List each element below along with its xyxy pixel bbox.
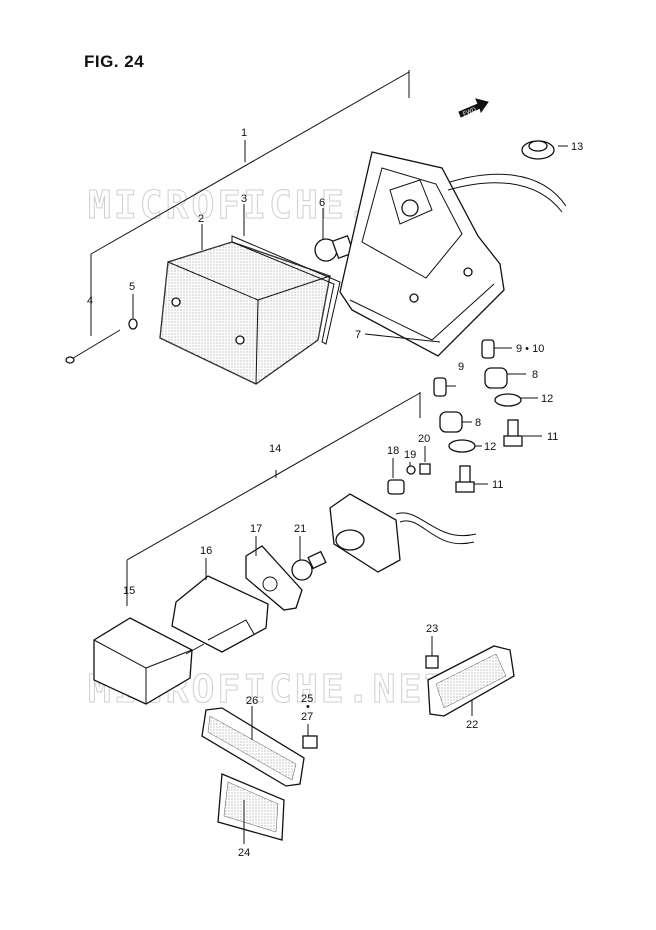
assembly-14-bracket — [126, 392, 421, 606]
part-6-bulb — [314, 234, 355, 262]
figure-title: FIG. 24 — [84, 52, 145, 71]
callout-17: 17 — [250, 523, 262, 535]
part-24-reflector — [217, 773, 285, 841]
part-11-bolt-a — [503, 419, 523, 447]
part-3-lens-gasket — [231, 235, 341, 345]
callout-9-10: 9 • 10 — [516, 343, 544, 355]
callout-12a: 12 — [541, 393, 553, 405]
callout-8a: 8 — [532, 369, 538, 381]
callout-11a: 11 — [547, 431, 558, 443]
callout-9b: 9 — [458, 361, 464, 373]
part-20-nut — [419, 463, 431, 475]
part-26-reflector — [201, 707, 305, 787]
part-19-washer — [406, 465, 416, 475]
part-7-housing — [339, 151, 567, 357]
callout-4: 4 — [87, 295, 93, 307]
part-2-tail-lens — [159, 241, 331, 385]
part-9-10-spacer — [481, 339, 495, 359]
part-23-nut — [425, 655, 439, 669]
callout-7: 7 — [355, 329, 361, 341]
callout-11b: 11 — [492, 479, 503, 491]
callout-20: 20 — [418, 433, 430, 445]
callout-27: 27 — [301, 711, 313, 723]
callout-25: 25 — [301, 693, 313, 705]
fwd-label: FWD — [462, 107, 478, 118]
callout-19: 19 — [404, 449, 416, 461]
callout-8b: 8 — [475, 417, 481, 429]
fwd-arrow-icon: FWD — [458, 98, 489, 118]
callout-5: 5 — [129, 281, 135, 293]
part-21-bulb — [291, 550, 327, 581]
part-13-grommet — [521, 140, 555, 160]
leader-lines — [90, 145, 568, 844]
callout-23: 23 — [426, 623, 438, 635]
part-8-cushion-b — [439, 411, 463, 433]
callout-14: 14 — [269, 443, 281, 455]
part-17-hole — [262, 576, 278, 592]
callout-13: 13 — [571, 141, 583, 153]
part-11-bolt-b — [455, 465, 475, 493]
callout-22: 22 — [466, 719, 478, 731]
callout-21: 21 — [294, 523, 306, 535]
callout-24: 24 — [238, 847, 250, 859]
part-5-washer — [128, 318, 138, 330]
callout-2: 2 — [198, 213, 204, 225]
license-light-housing — [329, 493, 477, 573]
part-16-cover — [171, 575, 269, 653]
part-18-socket — [387, 479, 405, 495]
callout-12b: 12 — [484, 441, 496, 453]
part-4-bolt — [65, 329, 121, 364]
part-25-27-nut — [302, 735, 318, 749]
callout-15: 15 — [123, 585, 135, 597]
callout-18: 18 — [387, 445, 399, 457]
callout-1: 1 — [241, 127, 247, 139]
callout-16: 16 — [200, 545, 212, 557]
callout-6: 6 — [319, 197, 325, 209]
part-12-washer-a — [494, 393, 522, 407]
part-8-cushion-a — [484, 367, 508, 389]
callout-26: 26 — [246, 695, 258, 707]
part-9-spacer — [433, 377, 447, 397]
part-22-reflector — [427, 645, 515, 717]
callout-dot: • — [306, 701, 310, 713]
part-12-washer-b — [448, 439, 476, 453]
callout-3: 3 — [241, 193, 247, 205]
callout-labels: 1 2 3 4 5 6 7 13 9 • 10 8 12 11 9 8 12 1… — [87, 127, 583, 859]
part-15-license-lens — [93, 617, 205, 705]
